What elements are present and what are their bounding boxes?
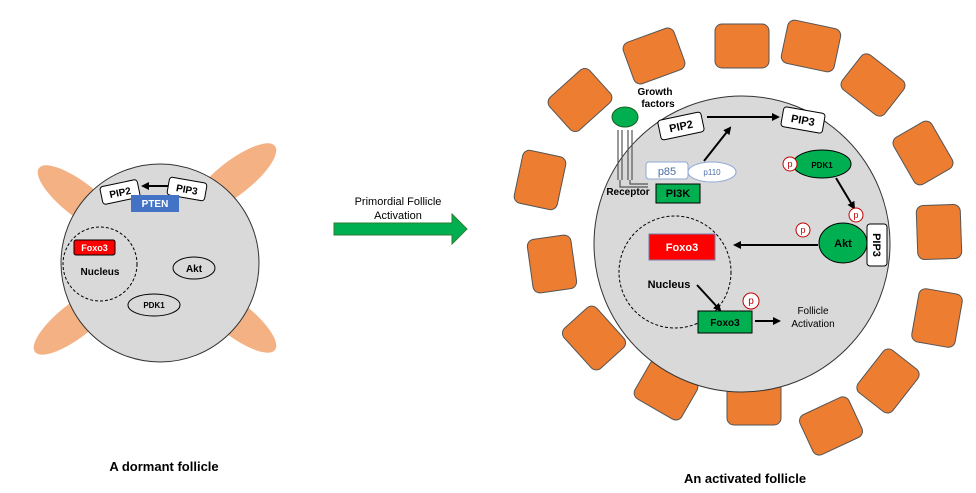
p110-label: p110 bbox=[703, 168, 721, 177]
growth-factors-line2: factors bbox=[641, 99, 675, 110]
p85-label: p85 bbox=[658, 166, 676, 178]
akt-label: Akt bbox=[834, 238, 852, 250]
arrow-label-line2: Activation bbox=[374, 210, 422, 222]
activated-caption: An activated follicle bbox=[684, 471, 806, 486]
pip2-label: PIP2 bbox=[109, 186, 133, 201]
granulosa-cell-cuboidal bbox=[840, 53, 906, 117]
akt-label: Akt bbox=[186, 264, 203, 275]
dormant-caption: A dormant follicle bbox=[109, 459, 218, 474]
granulosa-cell-cuboidal bbox=[856, 348, 920, 414]
foxo3-cyto-box bbox=[697, 310, 753, 334]
pip2-label: PIP2 bbox=[668, 119, 694, 136]
pdk1-ellipse bbox=[127, 293, 181, 317]
granulosa-cell-cuboidal bbox=[799, 396, 863, 456]
foxo3-nucleus-box bbox=[648, 233, 716, 261]
pten-box bbox=[131, 195, 179, 212]
pip3-top-box bbox=[780, 106, 826, 134]
pdk1-phospho-label: p bbox=[787, 159, 792, 169]
foxo3-box bbox=[73, 239, 116, 256]
receptor-label: Receptor bbox=[606, 187, 649, 198]
granulosa-cell-cuboidal bbox=[714, 23, 770, 69]
foxo3-phospho bbox=[742, 292, 760, 310]
receptor bbox=[617, 130, 648, 188]
granulosa-cell-cuboidal bbox=[892, 120, 954, 186]
activation-transition: Primordial Follicle Activation bbox=[333, 196, 468, 246]
follicle-activation-line1: Follicle bbox=[797, 306, 829, 317]
foxo3-cyto-label: Foxo3 bbox=[710, 318, 740, 329]
granulosa-ring bbox=[513, 19, 963, 456]
akt-phospho-1 bbox=[795, 222, 811, 238]
nucleus bbox=[618, 215, 732, 329]
pip3-side-label: PIP3 bbox=[870, 233, 882, 257]
granulosa-cell-cuboidal bbox=[911, 288, 963, 348]
activated-follicle: Growth factors Receptor p85 p110 PI3K PI… bbox=[513, 19, 963, 486]
dormant-follicle: PIP2 PIP3 PTEN Foxo3 Nucleus Akt PDK1 A … bbox=[33, 143, 277, 474]
akt-phospho-2 bbox=[848, 207, 864, 223]
pdk1-label: PDK1 bbox=[811, 161, 833, 170]
pip2-box bbox=[99, 179, 141, 205]
oocyte bbox=[60, 163, 260, 363]
foxo3-export-arrow bbox=[696, 284, 722, 312]
p110-ellipse bbox=[687, 161, 737, 183]
akt-phospho-2-label: p bbox=[853, 210, 858, 220]
granulosa-cell-cuboidal bbox=[780, 19, 842, 73]
pten-label: PTEN bbox=[142, 199, 169, 210]
pip3-label: PIP3 bbox=[175, 183, 199, 198]
akt-ellipse bbox=[172, 256, 216, 280]
granulosa-cell-cuboidal bbox=[561, 305, 627, 371]
akt-phospho-1-label: p bbox=[800, 225, 805, 235]
granulosa-cell-cuboidal bbox=[513, 149, 567, 211]
granulosa-cell-cuboidal bbox=[547, 67, 613, 133]
pdk1-to-akt-arrow bbox=[835, 177, 856, 210]
pdk1-phospho bbox=[782, 156, 798, 172]
pi3k-label: PI3K bbox=[666, 188, 691, 200]
follicle-activation-line2: Activation bbox=[791, 319, 834, 330]
pip3-box bbox=[166, 176, 208, 202]
pip2-box bbox=[657, 111, 705, 141]
pdk1-label: PDK1 bbox=[143, 301, 165, 310]
growth-factors-line1: Growth bbox=[638, 87, 673, 98]
nucleus bbox=[62, 226, 138, 302]
foxo3-phospho-label: p bbox=[748, 296, 754, 307]
activation-arrow bbox=[333, 212, 468, 246]
foxo3-label: Foxo3 bbox=[81, 243, 108, 253]
arrow-label-line1: Primordial Follicle bbox=[355, 196, 442, 208]
pi3k-catalysis-arrow bbox=[703, 126, 732, 162]
pi3k-box bbox=[655, 183, 701, 204]
granulosa-cell-cuboidal bbox=[526, 234, 578, 294]
pip3-top-label: PIP3 bbox=[790, 113, 816, 129]
nucleus-label: Nucleus bbox=[81, 267, 120, 278]
growth-factor bbox=[611, 106, 639, 128]
granulosa-cell-cuboidal bbox=[915, 203, 963, 261]
nucleus-label: Nucleus bbox=[648, 279, 691, 291]
granulosa-cell-cuboidal bbox=[622, 27, 686, 85]
pip3-side-box bbox=[866, 223, 888, 267]
foxo3-nucleus-label: Foxo3 bbox=[666, 242, 698, 254]
